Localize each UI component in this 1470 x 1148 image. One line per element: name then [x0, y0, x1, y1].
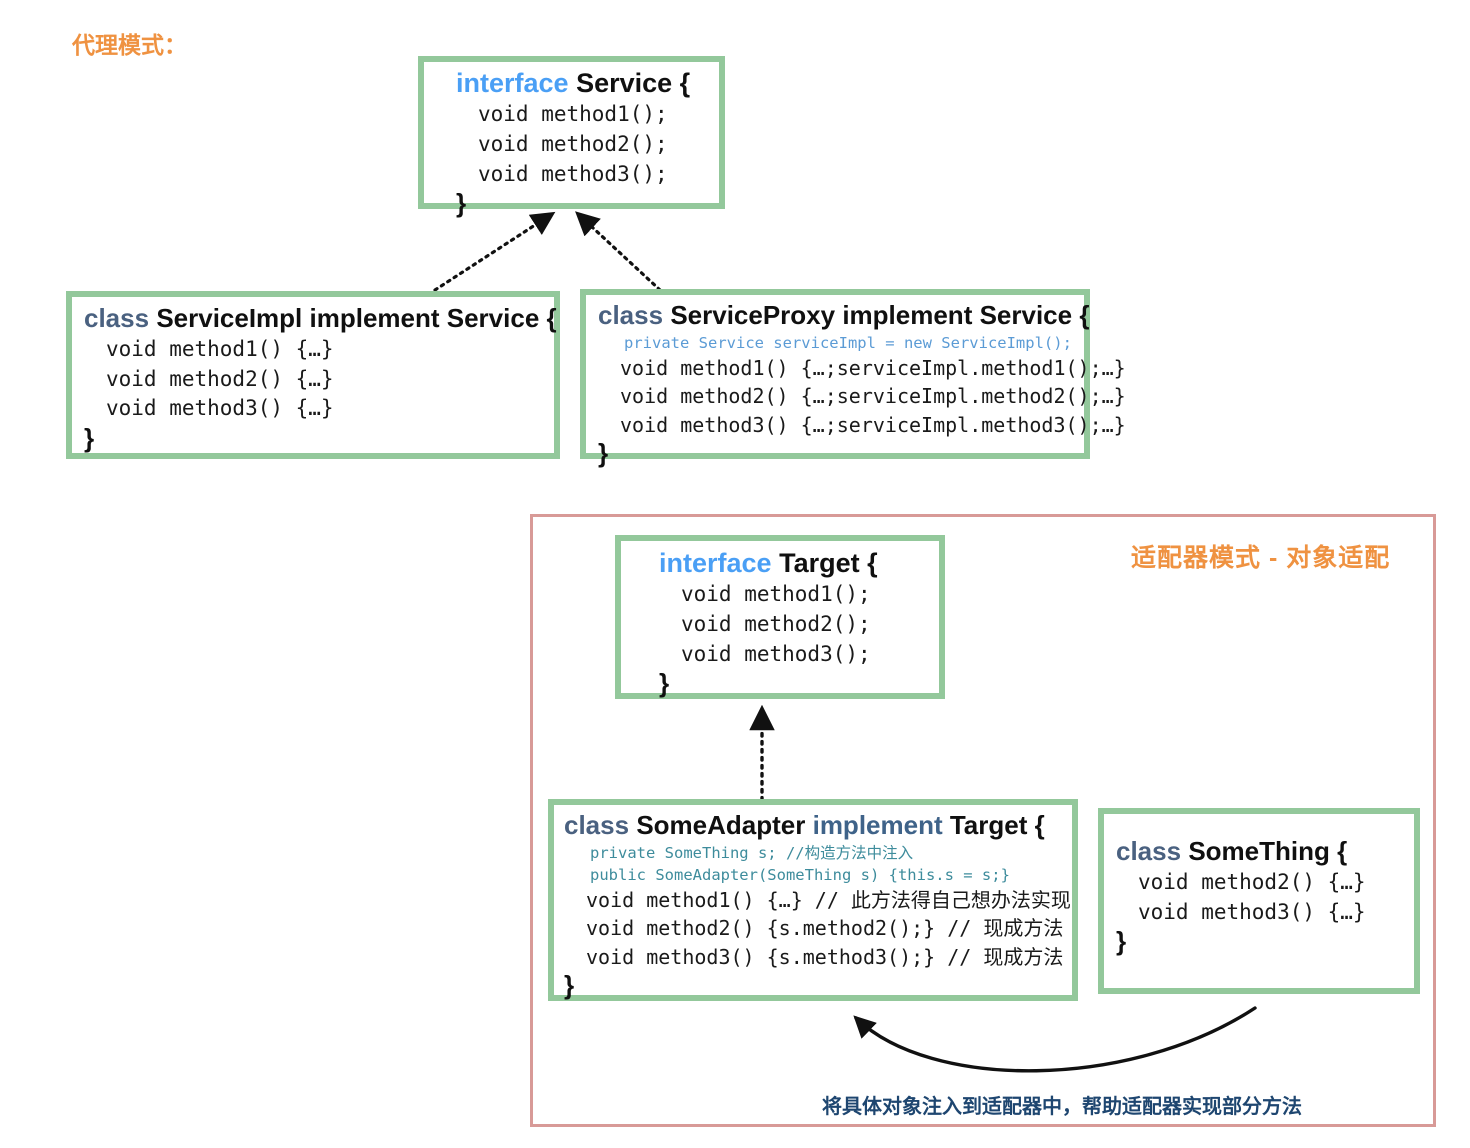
method-line: void method1() {…} // 此方法得自己想办法实现	[586, 887, 1071, 912]
type-name-someadapter: SomeAdapter	[636, 810, 806, 840]
type-name-serviceproxy: ServiceProxy implement Service {	[670, 300, 1090, 330]
class-box-something[interactable]: class SomeThing { void method2() {…} voi…	[1098, 808, 1420, 994]
box-title-target: interface Target {	[659, 547, 929, 580]
box-title-service: interface Service {	[456, 67, 709, 100]
method-line: void method2();	[681, 611, 871, 636]
closing-brace: }	[1116, 926, 1127, 957]
type-name-something: SomeThing {	[1188, 836, 1348, 866]
closing-brace: }	[659, 668, 670, 699]
method-line: void method3() {…;serviceImpl.method3();…	[620, 412, 1126, 437]
keyword-implement: implement	[812, 810, 943, 840]
method-line: void method2() {s.method2();} // 现成方法	[586, 916, 1064, 941]
method-line: void method2() {…}	[106, 366, 334, 391]
method-line: void method3() {s.method3();} // 现成方法	[586, 944, 1064, 969]
closing-brace: }	[598, 437, 609, 468]
type-name-serviceimpl: ServiceImpl implement Service {	[156, 303, 557, 333]
method-line: void method3() {…}	[1138, 899, 1366, 924]
adapter-pattern-group	[530, 514, 1436, 1127]
keyword-class: class	[84, 303, 150, 333]
class-box-service[interactable]: interface Service { void method1(); void…	[418, 56, 725, 218]
box-title-serviceproxy: class ServiceProxy implement Service {	[598, 300, 1089, 332]
type-name-target-ref: Target {	[949, 810, 1045, 840]
method-line: void method2() {…}	[1138, 869, 1366, 894]
box-title-something: class SomeThing {	[1116, 836, 1404, 868]
class-box-serviceimpl[interactable]: class ServiceImpl implement Service { vo…	[66, 291, 560, 459]
keyword-interface: interface	[456, 68, 569, 98]
proxy-pattern-heading: 代理模式：	[72, 32, 187, 58]
closing-brace: }	[84, 423, 95, 454]
class-box-target[interactable]: interface Target { void method1(); void …	[615, 535, 945, 699]
box-title-someadapter: class SomeAdapter implement Target {	[564, 810, 1062, 842]
closing-brace: }	[564, 969, 575, 1000]
class-box-someadapter[interactable]: class SomeAdapter implement Target { pri…	[548, 799, 1078, 1001]
method-line: void method1() {…;serviceImpl.method1();…	[620, 355, 1126, 380]
method-line: void method2() {…;serviceImpl.method2();…	[620, 384, 1126, 409]
keyword-class: class	[1116, 836, 1182, 866]
field-line: private Service serviceImpl = new Servic…	[624, 333, 1072, 352]
class-box-serviceproxy[interactable]: class ServiceProxy implement Service { p…	[580, 289, 1126, 468]
method-line: void method2();	[478, 131, 668, 156]
adapter-pattern-heading: 适配器模式 - 对象适配	[1131, 544, 1391, 572]
method-line: void method1();	[478, 101, 668, 126]
adapter-note-caption: 将具体对象注入到适配器中，帮助适配器实现部分方法	[822, 1096, 1302, 1118]
method-line: void method1();	[681, 581, 871, 606]
keyword-interface: interface	[659, 548, 772, 578]
field-line: private SomeThing s; //构造方法中注入	[590, 843, 914, 862]
method-line: void method3();	[681, 641, 871, 666]
keyword-class: class	[564, 810, 630, 840]
box-title-serviceimpl: class ServiceImpl implement Service {	[84, 303, 557, 335]
type-name-target: Target {	[779, 548, 878, 578]
method-line: void method1() {…}	[106, 336, 334, 361]
method-line: void method3();	[478, 161, 668, 186]
type-name-service: Service {	[576, 68, 691, 98]
keyword-class: class	[598, 300, 664, 330]
constructor-line: public SomeAdapter(SomeThing s) {this.s …	[590, 865, 1010, 884]
closing-brace: }	[456, 188, 467, 219]
method-line: void method3() {…}	[106, 396, 334, 421]
